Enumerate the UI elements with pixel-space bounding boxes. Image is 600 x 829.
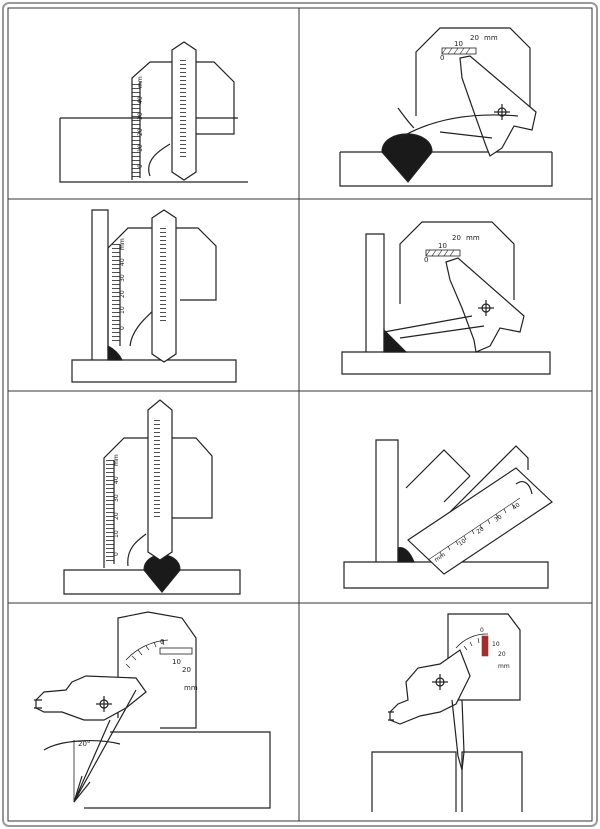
p7-unit: mm bbox=[184, 684, 198, 692]
p8-tick-10: 10 bbox=[492, 641, 500, 648]
panel-4-labels: 0 10 20 mm bbox=[424, 234, 480, 264]
p3-tick-0: 0 bbox=[119, 326, 126, 330]
p3-tick-30: 30 bbox=[119, 274, 126, 282]
panel-7-labels: 0 10 20 mm 20° bbox=[78, 638, 198, 748]
p4-tick-20: 20 bbox=[452, 234, 461, 242]
p1-tick-10: 10 bbox=[137, 144, 144, 152]
panel-2-labels: 0 10 20 mm bbox=[440, 34, 498, 62]
p3-tick-40: 40 bbox=[119, 258, 126, 266]
weld-bead bbox=[381, 133, 433, 183]
p5-tick-10: 10 bbox=[113, 530, 120, 538]
p7-tick-0: 0 bbox=[160, 638, 164, 646]
panel-1-labels: mm 40 30 20 10 0 bbox=[137, 76, 144, 168]
fillet-weld bbox=[107, 345, 123, 361]
weld-bead-2 bbox=[143, 554, 181, 593]
p1-unit: mm bbox=[137, 76, 144, 88]
p8-unit: mm bbox=[498, 663, 510, 670]
p2-tick-0: 0 bbox=[440, 54, 444, 62]
p5-tick-40: 40 bbox=[113, 476, 120, 484]
panel-5 bbox=[63, 399, 241, 595]
panel-4 bbox=[341, 221, 551, 375]
p3-tick-20: 20 bbox=[119, 290, 126, 298]
p7-tick-10: 10 bbox=[172, 658, 181, 666]
p1-tick-0: 0 bbox=[137, 164, 144, 168]
fillet-weld-3 bbox=[397, 547, 415, 563]
p6-tick-20: 20 bbox=[475, 525, 485, 535]
p3-unit: mm bbox=[119, 238, 126, 250]
red-scale-strip bbox=[481, 635, 489, 657]
p6-tick-10: 10 bbox=[457, 537, 467, 547]
panel-8 bbox=[371, 613, 523, 812]
p4-tick-10: 10 bbox=[438, 242, 447, 250]
p2-unit: mm bbox=[484, 34, 498, 42]
p2-tick-10: 10 bbox=[454, 40, 463, 48]
p7-tick-20: 20 bbox=[182, 666, 191, 674]
panel-3 bbox=[71, 209, 237, 383]
p5-tick-20: 20 bbox=[113, 512, 120, 520]
p5-tick-0: 0 bbox=[113, 552, 120, 556]
panel-8-labels: 0 10 20 mm bbox=[480, 627, 510, 670]
p5-unit: mm bbox=[113, 454, 120, 466]
p2-tick-20: 20 bbox=[470, 34, 479, 42]
panel-3-labels: mm 40 30 20 10 0 bbox=[119, 238, 126, 330]
grid bbox=[7, 7, 593, 822]
p3-tick-10: 10 bbox=[119, 306, 126, 314]
p1-tick-30: 30 bbox=[137, 112, 144, 120]
p6-tick-30: 30 bbox=[493, 513, 503, 523]
p4-unit: mm bbox=[466, 234, 480, 242]
p8-tick-0: 0 bbox=[480, 627, 484, 634]
panel-6 bbox=[343, 439, 553, 589]
panel-5-labels: mm 40 30 20 10 0 bbox=[113, 454, 120, 556]
p1-tick-20: 20 bbox=[137, 128, 144, 136]
p6-tick-40: 40 bbox=[511, 501, 521, 511]
p8-tick-20: 20 bbox=[498, 651, 506, 658]
fillet-weld-2 bbox=[383, 328, 408, 353]
p5-tick-30: 30 bbox=[113, 494, 120, 502]
panel-1 bbox=[59, 41, 248, 183]
p1-tick-40: 40 bbox=[137, 96, 144, 104]
p4-tick-0: 0 bbox=[424, 256, 428, 264]
panel-2 bbox=[339, 27, 553, 187]
p7-angle: 20° bbox=[78, 740, 90, 748]
panel-7 bbox=[34, 611, 271, 809]
